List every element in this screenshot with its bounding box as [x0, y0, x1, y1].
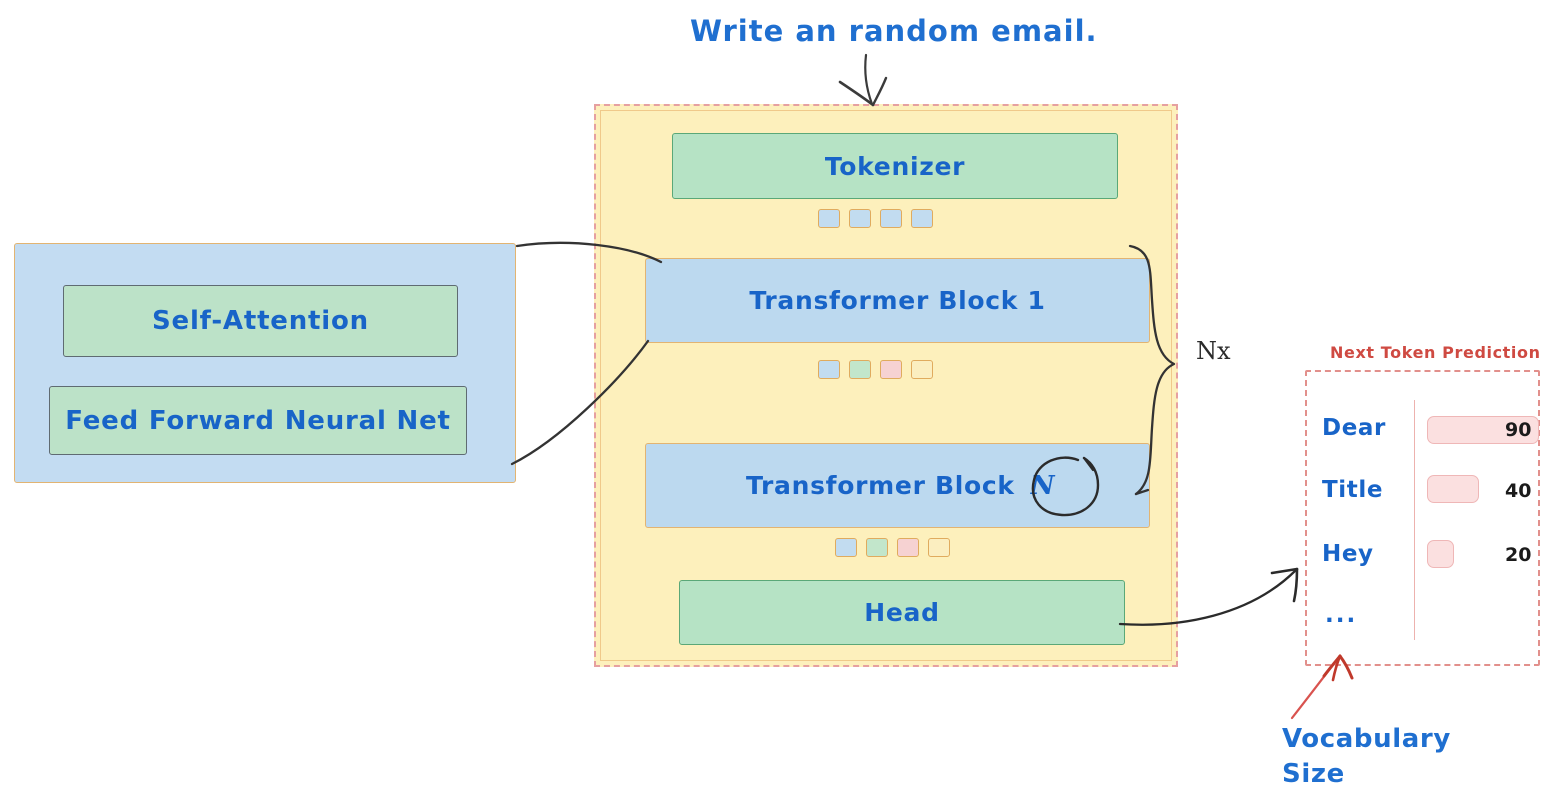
- vocabulary-size-line-1: Vocabulary: [1282, 724, 1451, 754]
- transformer-block-1-label: Transformer Block 1: [749, 286, 1046, 315]
- head-label: Head: [864, 598, 940, 627]
- token-square: [880, 209, 902, 228]
- token-square: [880, 360, 902, 379]
- prediction-row[interactable]: Dear: [1322, 415, 1386, 441]
- token-square: [818, 360, 840, 379]
- prompt-text: Write an random email.: [690, 14, 1098, 48]
- tokenizer-block[interactable]: Tokenizer: [672, 133, 1118, 199]
- token-square: [897, 538, 919, 557]
- transformer-block-n-label: Transformer Block: [746, 471, 1015, 500]
- head-block[interactable]: Head: [679, 580, 1125, 645]
- vocabulary-size-label: Vocabulary Size: [1282, 722, 1451, 792]
- token-square: [835, 538, 857, 557]
- next-token-prediction-title: Next Token Prediction: [1330, 343, 1541, 362]
- prediction-value: 40: [1505, 480, 1532, 502]
- transformer-block-1[interactable]: Transformer Block 1: [645, 258, 1150, 343]
- token-row-after-block-1: [818, 360, 933, 379]
- prediction-row[interactable]: Hey: [1322, 541, 1374, 567]
- token-square: [866, 538, 888, 557]
- token-square: [849, 360, 871, 379]
- transformer-block-detail-panel: Self-Attention Feed Forward Neural Net: [14, 243, 516, 483]
- tokenizer-label: Tokenizer: [824, 151, 966, 181]
- prediction-divider: [1414, 400, 1415, 640]
- prediction-ellipsis: ...: [1325, 602, 1358, 628]
- prediction-value: 90: [1505, 419, 1532, 441]
- prediction-value: 20: [1505, 544, 1532, 566]
- token-square: [818, 209, 840, 228]
- prediction-token-label: Title: [1322, 477, 1384, 503]
- prediction-bar: [1427, 540, 1454, 568]
- prediction-bar: [1427, 475, 1479, 503]
- token-square: [849, 209, 871, 228]
- self-attention-label: Self-Attention: [152, 306, 369, 336]
- next-token-prediction-panel: Dear 90 Title 40 Hey 20 ...: [1305, 370, 1540, 666]
- prediction-row[interactable]: Title: [1322, 477, 1383, 503]
- token-row-after-tokenizer: [818, 209, 933, 228]
- feed-forward-block[interactable]: Feed Forward Neural Net: [49, 386, 467, 455]
- feed-forward-label: Feed Forward Neural Net: [65, 405, 451, 436]
- token-square: [911, 209, 933, 228]
- token-row-after-block-n: [835, 538, 950, 557]
- prompt-arrow-icon: [838, 53, 888, 107]
- token-square: [928, 538, 950, 557]
- vocabulary-size-line-2: Size: [1282, 759, 1345, 790]
- prediction-token-label: Dear: [1322, 415, 1386, 441]
- repeat-count-label: Nx: [1196, 337, 1231, 365]
- prediction-bar: [1427, 416, 1539, 444]
- token-square: [911, 360, 933, 379]
- prediction-token-label: Hey: [1322, 541, 1374, 567]
- transformer-block-n-index: N: [1030, 470, 1055, 501]
- self-attention-block[interactable]: Self-Attention: [63, 285, 458, 357]
- transformer-block-n[interactable]: Transformer Block N: [645, 443, 1150, 528]
